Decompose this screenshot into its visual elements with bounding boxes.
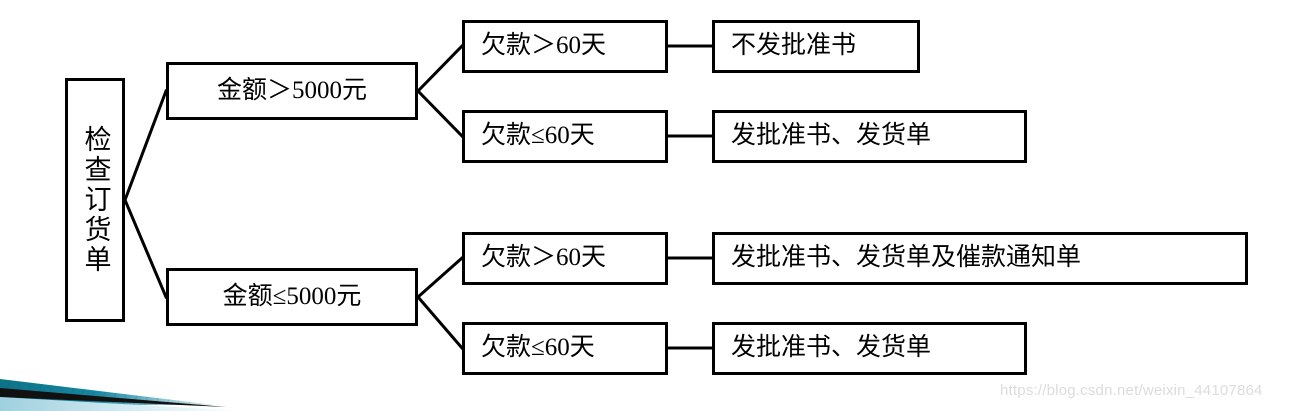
node-result-no-approval[interactable]: 不发批准书 bbox=[712, 20, 920, 73]
node-arrears-lessequal-60-upper-label: 欠款≤60天 bbox=[481, 122, 595, 150]
edge-amount-le-to-arrears-gt bbox=[415, 255, 465, 300]
watermark-text: https://blog.csdn.net/weixin_44107864 bbox=[1000, 382, 1263, 399]
edge-amount-gt-to-arrears-le bbox=[415, 88, 465, 139]
node-amount-greater-5000[interactable]: 金额＞5000元 bbox=[166, 62, 418, 120]
edge-root-to-amount-gt bbox=[123, 89, 168, 202]
node-result-approval-shipping-reminder-label: 发批准书、发货单及催款通知单 bbox=[731, 244, 1082, 272]
node-result-approval-shipping-reminder[interactable]: 发批准书、发货单及催款通知单 bbox=[712, 232, 1248, 285]
node-arrears-greater-60-upper-label: 欠款＞60天 bbox=[481, 32, 607, 60]
node-arrears-lessequal-60-lower[interactable]: 欠款≤60天 bbox=[462, 322, 668, 375]
edge-root-to-amount-le bbox=[123, 198, 168, 299]
node-result-approval-shipping-upper[interactable]: 发批准书、发货单 bbox=[712, 110, 1027, 163]
node-amount-lessequal-5000-label: 金额≤5000元 bbox=[222, 282, 362, 310]
node-result-no-approval-label: 不发批准书 bbox=[731, 32, 857, 60]
node-amount-lessequal-5000[interactable]: 金额≤5000元 bbox=[166, 268, 418, 326]
node-root-check-order[interactable]: 检查订货单 bbox=[65, 78, 125, 322]
node-arrears-lessequal-60-upper[interactable]: 欠款≤60天 bbox=[462, 110, 668, 163]
edge-amount-le-to-arrears-le bbox=[415, 294, 465, 351]
node-amount-greater-5000-label: 金额＞5000元 bbox=[216, 76, 367, 104]
node-result-approval-shipping-upper-label: 发批准书、发货单 bbox=[731, 122, 932, 150]
node-arrears-greater-60-lower[interactable]: 欠款＞60天 bbox=[462, 232, 668, 285]
node-arrears-greater-60-lower-label: 欠款＞60天 bbox=[481, 244, 607, 272]
node-arrears-lessequal-60-lower-label: 欠款≤60天 bbox=[481, 334, 595, 362]
node-arrears-greater-60-upper[interactable]: 欠款＞60天 bbox=[462, 20, 668, 73]
node-result-approval-shipping-lower-label: 发批准书、发货单 bbox=[731, 334, 932, 362]
node-root-label: 检查订货单 bbox=[80, 125, 111, 275]
node-result-approval-shipping-lower[interactable]: 发批准书、发货单 bbox=[712, 322, 1027, 375]
edge-amount-gt-to-arrears-gt bbox=[415, 43, 465, 94]
